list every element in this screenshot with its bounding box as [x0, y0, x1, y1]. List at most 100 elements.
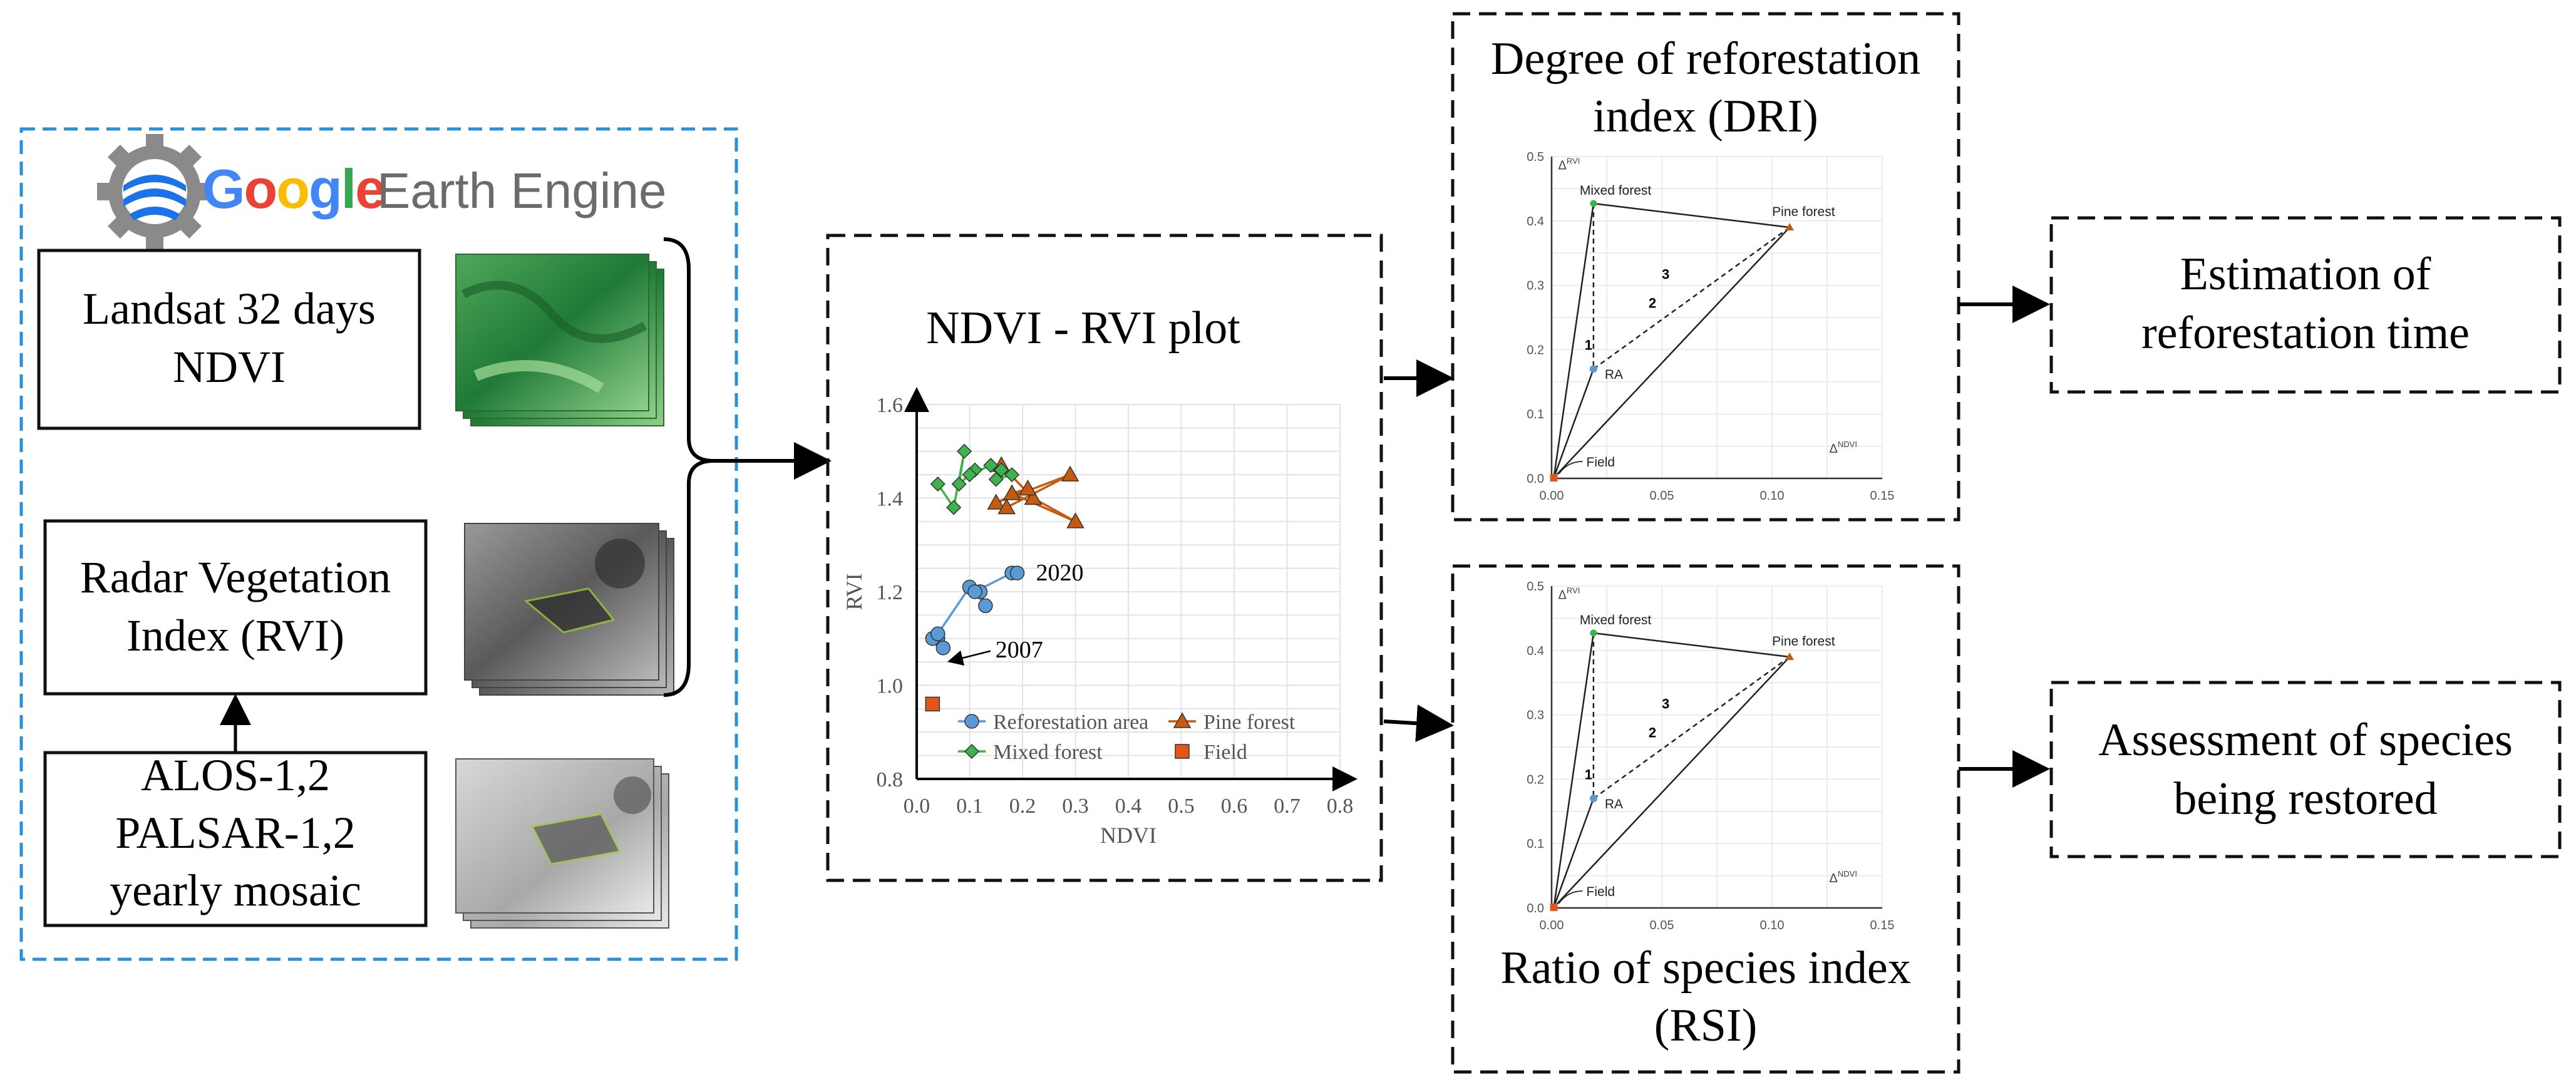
rvi-label-line1: Radar Vegetation [80, 552, 391, 602]
point-mixed-forest [1590, 629, 1597, 637]
legend-item: Reforestation area [958, 711, 1148, 734]
plot-to-rsi-arrow [1383, 704, 1454, 743]
label-pine-forest: Pine forest [1772, 205, 1835, 219]
alos-label-line1: ALOS-1,2 [141, 750, 330, 800]
legend-label: Reforestation area [993, 711, 1148, 734]
legend-label: Pine forest [1203, 711, 1296, 734]
data-point [997, 498, 1016, 515]
region-label-3: 3 [1662, 266, 1669, 282]
google-letter: e [355, 158, 384, 220]
y-tick-label: 0.3 [1527, 709, 1544, 723]
rsi-title-line2: (RSI) [1654, 1000, 1757, 1051]
y-tick-label: 0.4 [1527, 644, 1544, 658]
plot-panel-border [826, 234, 1383, 882]
x-axis-title-sup: NDVI [1838, 440, 1857, 449]
x-tick-label: 0.0 [904, 795, 930, 818]
series-reforestation-area [925, 565, 1025, 656]
point-field [1550, 903, 1558, 911]
label-mixed-forest: Mixed forest [1580, 183, 1652, 198]
y-tick-label: 0.2 [1527, 773, 1544, 786]
data-point [951, 477, 967, 492]
y-tick-label: 0.0 [1527, 472, 1544, 486]
x-tick-label: 0.00 [1540, 489, 1564, 503]
data-point [1019, 480, 1037, 496]
y-tick-label: 0.4 [1527, 215, 1544, 229]
alos-label-line2: PALSAR-1,2 [115, 808, 355, 858]
google-letter: G [202, 158, 244, 220]
label-mixed-forest: Mixed forest [1580, 613, 1652, 627]
data-point [1002, 484, 1021, 500]
dri-panel: Degree of reforestation index (DRI) 0.00… [1451, 12, 1960, 522]
triangle-edge [1553, 656, 1791, 908]
data-point [994, 462, 1009, 478]
legend-label: Mixed forest [993, 741, 1103, 764]
time-output-line2: reforestation time [2141, 307, 2470, 359]
legend-label: Field [1203, 741, 1247, 764]
input-brace [663, 237, 714, 697]
y-tick-label: 1.0 [877, 675, 904, 698]
reforestation-time-output: Estimation of reforestation time [2049, 216, 2562, 394]
label-field: Field [1587, 885, 1615, 899]
landsat-input: Landsat 32 days NDVI [37, 249, 421, 430]
landsat-label-line2: NDVI [173, 342, 286, 392]
y-tick-label: 0.1 [1527, 408, 1544, 421]
label-ra: RA [1605, 368, 1623, 382]
rvi-label-line2: Index (RVI) [126, 610, 344, 661]
point-pine-forest [1785, 223, 1795, 231]
x-tick-label: 0.8 [1327, 795, 1354, 818]
point-field [1550, 473, 1558, 482]
y-tick-label: 0.5 [1527, 150, 1544, 164]
x-tick-label: 0.00 [1540, 919, 1564, 932]
point-ra [1589, 795, 1597, 803]
region-label-1: 1 [1585, 766, 1592, 782]
x-tick-label: 0.6 [1221, 795, 1248, 818]
x-tick-label: 0.2 [1009, 795, 1036, 818]
legend-marker [1175, 744, 1190, 759]
data-point [935, 640, 951, 656]
y-tick-label: 1.2 [877, 581, 904, 604]
rvi-image-stack [464, 523, 674, 696]
legend-marker [1173, 712, 1192, 728]
gee-panel: Google Earth Engine Landsat 32 days NDVI… [19, 127, 738, 961]
legend-marker [964, 714, 979, 729]
legend-item: Field [1175, 741, 1247, 764]
landsat-image-stack [455, 254, 664, 426]
landsat-box [37, 249, 421, 430]
gear-icon [97, 134, 212, 249]
label-field-pointer [1558, 890, 1583, 904]
triangle-edge [1593, 202, 1790, 229]
x-tick-label: 0.3 [1062, 795, 1089, 818]
triangle-edge [1553, 227, 1791, 478]
dri-panel-border [1451, 12, 1960, 522]
region-label-1: 1 [1585, 337, 1592, 353]
y-axis-title: ΔRVI [1558, 157, 1580, 173]
rvi-box [43, 519, 428, 696]
x-tick-label: 0.15 [1870, 919, 1895, 932]
legend-marker [964, 743, 980, 760]
data-point [962, 467, 977, 483]
time-output-border [2049, 216, 2562, 394]
legend-item: Mixed forest [958, 741, 1103, 764]
y-axis-title-sup: RVI [1567, 586, 1580, 595]
data-point [925, 696, 940, 712]
triangle-edge [1553, 203, 1595, 478]
rvi-input: Radar Vegetation Index (RVI) [43, 519, 428, 696]
label-ra: RA [1605, 797, 1623, 811]
triangle-edge [1593, 632, 1790, 658]
google-letter: g [309, 158, 341, 220]
x-tick-label: 0.7 [1274, 795, 1301, 818]
google-letter: l [341, 158, 355, 220]
annotation-2020: 2020 [1036, 560, 1084, 586]
triangle-edge [1553, 632, 1595, 908]
y-tick-label: 1.4 [877, 488, 904, 511]
species-output-line2: being restored [2173, 773, 2437, 825]
rsi-title-line1: Ratio of species index [1500, 942, 1911, 994]
data-point [1009, 565, 1025, 580]
data-point [987, 493, 1006, 510]
species-assessment-output: Assessment of species being restored [2049, 681, 2562, 858]
annotation-2007-arrow [947, 650, 991, 666]
